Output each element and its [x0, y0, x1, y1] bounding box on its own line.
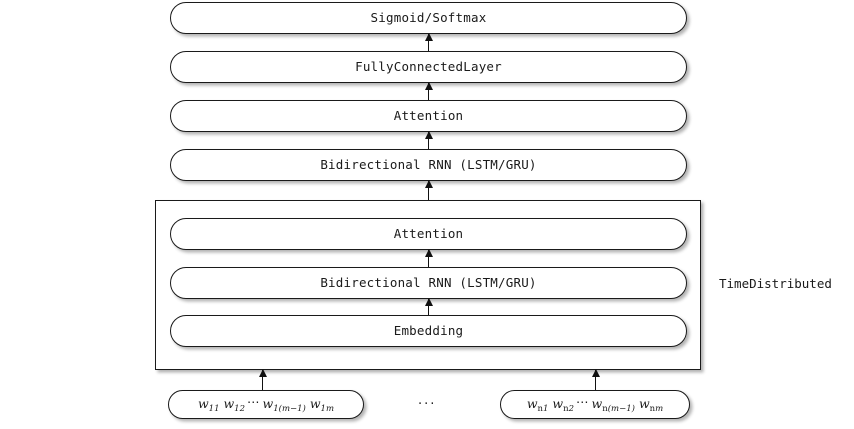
token-w11: w11 [197, 396, 220, 415]
arrow-head-icon [424, 298, 433, 306]
node-label: Attention [393, 107, 464, 123]
arrow-head-icon [424, 180, 433, 188]
arrow-attention-to-fc [424, 82, 433, 101]
token-ellipsis: ⋯ [247, 394, 261, 410]
node-label: Sigmoid/Softmax [370, 9, 487, 25]
node-bidirectional-rnn-inner[interactable]: Bidirectional RNN (LSTM/GRU) [170, 267, 687, 299]
node-label: Bidirectional RNN (LSTM/GRU) [320, 274, 537, 290]
arrow-shaft [427, 34, 430, 52]
arrow-shaft [261, 370, 264, 392]
arrow-fc-to-sigmoid [424, 33, 433, 52]
token-w1m-1: w1(m−1) [262, 396, 306, 415]
node-bidirectional-rnn-top[interactable]: Bidirectional RNN (LSTM/GRU) [170, 149, 687, 181]
arrow-group-to-rnn-top [424, 180, 433, 201]
arrow-head-icon [424, 131, 433, 139]
arrow-inputn-to-group [591, 369, 600, 392]
arrow-head-icon [591, 369, 600, 377]
node-label: Attention [393, 225, 464, 241]
arrow-shaft [427, 250, 430, 268]
token-wnm-1: wn(m−1) [591, 396, 635, 415]
token-ellipsis: ⋯ [576, 394, 590, 410]
arrow-embedding-to-rnn-inner [424, 298, 433, 317]
arrow-shaft [427, 181, 430, 201]
token-wn2: wn2 [552, 396, 575, 415]
arrow-input1-to-group [258, 369, 267, 392]
input-sequence-1-tokens: w11 w12⋯w1(m−1) w1m [197, 396, 335, 415]
arrow-head-icon [424, 249, 433, 257]
arrow-shaft [427, 299, 430, 317]
arrow-head-icon [424, 82, 433, 90]
arrow-shaft [427, 83, 430, 101]
node-label: FullyConnectedLayer [355, 58, 502, 74]
time-distributed-label: TimeDistributed [719, 276, 832, 291]
node-embedding[interactable]: Embedding [170, 315, 687, 347]
node-attention-inner[interactable]: Attention [170, 218, 687, 250]
node-fully-connected-layer[interactable]: FullyConnectedLayer [170, 51, 687, 83]
node-attention-top[interactable]: Attention [170, 100, 687, 132]
node-label: Bidirectional RNN (LSTM/GRU) [320, 156, 537, 172]
arrow-head-icon [258, 369, 267, 377]
token-w12: w12 [223, 396, 245, 415]
token-wnm: wnm [638, 396, 664, 415]
arrow-rnn-to-attention-inner [424, 249, 433, 268]
input-sequence-n[interactable]: wn1 wn2⋯wn(m−1) wnm [500, 390, 690, 419]
arrow-shaft [594, 370, 597, 392]
node-label: Embedding [393, 322, 464, 338]
input-sequence-1[interactable]: w11 w12⋯w1(m−1) w1m [168, 390, 364, 419]
arrow-head-icon [424, 33, 433, 41]
token-wn1: wn1 [526, 396, 549, 415]
node-sigmoid-softmax[interactable]: Sigmoid/Softmax [170, 2, 687, 34]
arrow-shaft [427, 132, 430, 150]
arrow-rnn-to-attention-top [424, 131, 433, 150]
input-sequence-n-tokens: wn1 wn2⋯wn(m−1) wnm [526, 396, 664, 415]
token-w1m: w1m [309, 396, 335, 415]
input-sequence-ellipsis: ··· [418, 397, 437, 412]
